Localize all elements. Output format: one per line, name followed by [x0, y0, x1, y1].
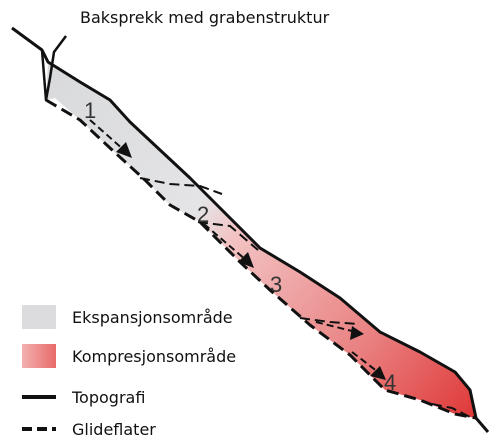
- expansion-swatch: [22, 305, 56, 329]
- legend-item-topography: Topografi: [22, 384, 145, 410]
- zone-number-2: 2: [197, 202, 209, 227]
- legend-label-compression: Kompresjonsområde: [72, 347, 236, 366]
- legend-label-topography: Topografi: [72, 388, 145, 407]
- zone-number-3: 3: [270, 272, 282, 297]
- zone-number-4: 4: [384, 370, 396, 395]
- zone-number-1: 1: [84, 98, 96, 123]
- topography-line-swatch: [22, 385, 56, 409]
- legend-label-slip-surfaces: Glideflater: [72, 420, 156, 439]
- legend-item-slip-surfaces: Glideflater: [22, 416, 156, 442]
- compression-swatch: [22, 344, 56, 368]
- legend-label-expansion: Ekspansjonsområde: [72, 308, 233, 327]
- legend-item-compression: Kompresjonsområde: [22, 343, 236, 369]
- diagram-title: Baksprekk med grabenstruktur: [80, 8, 329, 27]
- legend-item-expansion: Ekspansjonsområde: [22, 304, 233, 330]
- slip-surface-line-swatch: [22, 417, 56, 441]
